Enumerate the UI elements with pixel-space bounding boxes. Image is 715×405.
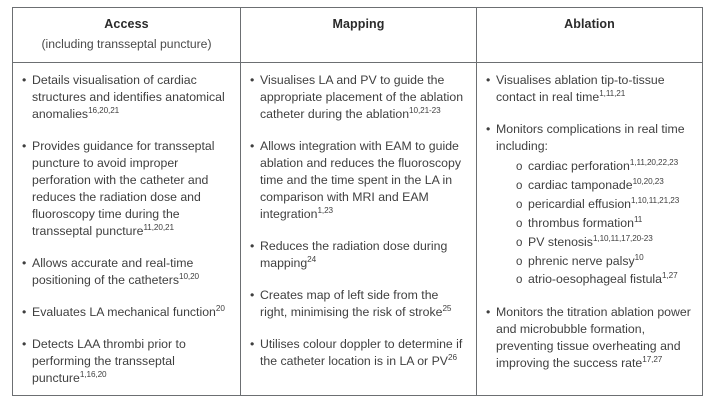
reference-superscript: 10 — [634, 252, 644, 262]
bullet-text: Creates map of left side from the right,… — [260, 287, 443, 319]
cell-access: Details visualisation of cardiac structu… — [12, 62, 241, 396]
column-header-access: Access (including transseptal puncture) — [12, 6, 241, 64]
sub-bullet-text: pericardial effusion — [528, 196, 631, 211]
bullet-text: Evaluates LA mechanical function — [32, 304, 216, 319]
bullet-list-mapping: Visualises LA and PV to guide the approp… — [250, 72, 466, 370]
sub-bullet-item: atrio-oesophageal fistula1,27 — [516, 270, 692, 289]
reference-superscript: 24 — [307, 254, 317, 264]
bullet-item: Monitors the titration ablation power an… — [486, 304, 692, 372]
column-title-mapping: Mapping — [332, 17, 385, 31]
sub-bullet-text: cardiac perforation — [528, 159, 630, 174]
bullet-item: Provides guidance for transseptal punctu… — [22, 138, 230, 240]
bullet-text: Monitors the titration ablation power an… — [496, 305, 691, 371]
reference-superscript: 1,10,11,17,20-23 — [592, 233, 653, 243]
comparison-table: Access (including transseptal puncture) … — [12, 6, 703, 396]
sub-bullet-item: thrombus formation11 — [516, 214, 692, 233]
table-body: Details visualisation of cardiac structu… — [12, 62, 703, 396]
reference-superscript: 1,27 — [662, 271, 678, 281]
bullet-item: Visualises ablation tip-to-tissue contac… — [486, 72, 692, 106]
bullet-item: Allows integration with EAM to guide abl… — [250, 138, 466, 223]
sub-bullet-item: phrenic nerve palsy10 — [516, 252, 692, 271]
column-title-access: Access — [104, 17, 149, 31]
column-header-ablation: Ablation — [476, 6, 703, 64]
column-subtitle-access: (including transseptal puncture) — [41, 36, 212, 51]
reference-superscript: 16,20,21 — [88, 106, 120, 116]
bullet-text: Detects LAA thrombi prior to performing … — [32, 336, 186, 385]
bullet-text: Allows integration with EAM to guide abl… — [260, 139, 461, 221]
sub-bullet-item: PV stenosis1,10,11,17,20-23 — [516, 233, 692, 252]
reference-superscript: 1,11,20,22,23 — [629, 157, 679, 167]
reference-superscript: 11 — [633, 214, 643, 224]
bullet-item: Visualises LA and PV to guide the approp… — [250, 72, 466, 123]
bullet-item: Reduces the radiation dose during mappin… — [250, 238, 466, 272]
sub-bullet-text: PV stenosis — [528, 234, 593, 249]
reference-superscript: 1,23 — [317, 205, 333, 215]
bullet-item: Creates map of left side from the right,… — [250, 287, 466, 321]
bullet-item: Allows accurate and real-time positionin… — [22, 255, 230, 289]
bullet-text: Details visualisation of cardiac structu… — [32, 73, 225, 122]
bullet-text: Utilises colour doppler to determine if … — [260, 336, 463, 368]
bullet-list-access: Details visualisation of cardiac structu… — [22, 72, 230, 387]
reference-superscript: 10,20 — [178, 271, 199, 281]
sub-bullet-item: cardiac perforation1,11,20,22,23 — [516, 157, 692, 176]
sub-bullet-text: cardiac tamponade — [528, 177, 633, 192]
reference-superscript: 26 — [447, 352, 457, 362]
bullet-item: Evaluates LA mechanical function20 — [22, 304, 230, 321]
column-title-ablation: Ablation — [564, 17, 615, 31]
sub-bullet-text: phrenic nerve palsy — [528, 253, 635, 268]
header-row: Access (including transseptal puncture) … — [12, 6, 703, 64]
table-row: Details visualisation of cardiac structu… — [12, 62, 703, 396]
reference-superscript: 10,20,23 — [632, 176, 664, 186]
reference-superscript: 17,27 — [642, 355, 663, 365]
reference-superscript: 1,11,21 — [599, 89, 626, 99]
column-subtitle-mapping — [247, 35, 470, 36]
sub-bullet-text: atrio-oesophageal fistula — [528, 272, 662, 287]
sub-bullet-list: cardiac perforation1,11,20,22,23cardiac … — [496, 157, 692, 289]
bullet-text: Visualises ablation tip-to-tissue contac… — [496, 73, 665, 105]
bullet-list-ablation: Visualises ablation tip-to-tissue contac… — [486, 72, 692, 372]
comparison-table-container: Access (including transseptal puncture) … — [12, 6, 703, 396]
bullet-text: Provides guidance for transseptal punctu… — [32, 139, 215, 238]
bullet-item: Detects LAA thrombi prior to performing … — [22, 336, 230, 387]
reference-superscript: 1,16,20 — [79, 369, 107, 379]
table-header: Access (including transseptal puncture) … — [12, 6, 703, 64]
column-subtitle-ablation — [483, 35, 696, 36]
bullet-text: Reduces the radiation dose during mappin… — [260, 238, 448, 270]
sub-bullet-item: cardiac tamponade10,20,23 — [516, 176, 692, 195]
reference-superscript: 10,21-23 — [409, 106, 441, 116]
column-header-mapping: Mapping — [240, 6, 477, 64]
cell-mapping: Visualises LA and PV to guide the approp… — [240, 62, 477, 396]
bullet-text: Monitors complications in real time incl… — [496, 122, 685, 154]
bullet-text: Allows accurate and real-time positionin… — [32, 255, 194, 287]
bullet-item: Details visualisation of cardiac structu… — [22, 72, 230, 123]
sub-bullet-item: pericardial effusion1,10,11,21,23 — [516, 195, 692, 214]
bullet-text: Visualises LA and PV to guide the approp… — [260, 73, 464, 122]
cell-ablation: Visualises ablation tip-to-tissue contac… — [476, 62, 703, 396]
reference-superscript: 25 — [442, 303, 452, 313]
sub-bullet-text: thrombus formation — [528, 215, 634, 230]
bullet-item: Utilises colour doppler to determine if … — [250, 336, 466, 370]
reference-superscript: 1,10,11,21,23 — [631, 195, 680, 205]
reference-superscript: 11,20,21 — [143, 222, 174, 232]
reference-superscript: 20 — [215, 303, 225, 313]
bullet-item: Monitors complications in real time incl… — [486, 121, 692, 289]
